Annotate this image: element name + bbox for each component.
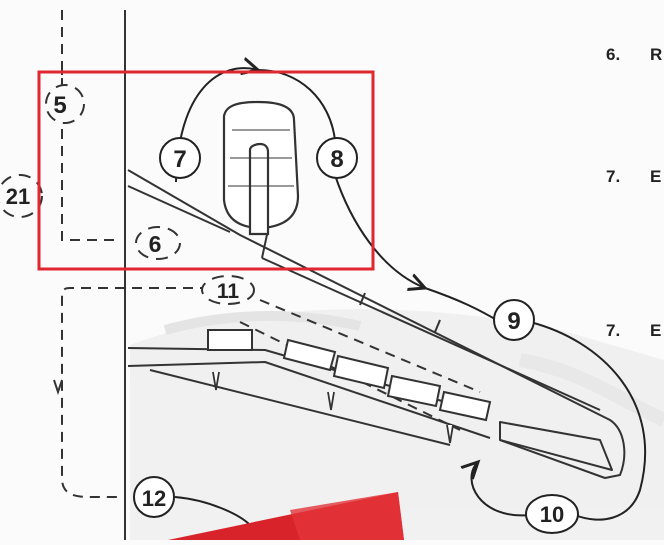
step-number: 7. bbox=[606, 167, 620, 186]
step-text: R bbox=[650, 45, 662, 64]
callout-7: 7 bbox=[159, 137, 201, 179]
callout-8: 8 bbox=[316, 137, 358, 179]
callout-5: 5 bbox=[45, 84, 85, 124]
svg-text:10: 10 bbox=[540, 502, 564, 527]
highlight-box bbox=[37, 70, 375, 271]
svg-text:21: 21 bbox=[6, 184, 30, 209]
svg-text:7: 7 bbox=[173, 146, 186, 173]
step-number: 6. bbox=[606, 45, 620, 64]
aircraft-photo-background bbox=[130, 309, 664, 540]
svg-text:12: 12 bbox=[142, 486, 166, 511]
callout-6: 6 bbox=[135, 226, 181, 260]
callout-9: 9 bbox=[493, 299, 535, 341]
callout-21: 21 bbox=[0, 174, 43, 218]
engine-nacelle bbox=[222, 100, 300, 236]
svg-text:8: 8 bbox=[330, 146, 343, 173]
step-text: E bbox=[650, 167, 661, 186]
svg-text:5: 5 bbox=[53, 92, 66, 119]
step-number: 7. bbox=[606, 321, 620, 340]
callout-10: 10 bbox=[525, 494, 579, 534]
callout-12: 12 bbox=[133, 476, 175, 518]
svg-text:9: 9 bbox=[507, 308, 520, 335]
flap-track-fairings bbox=[212, 371, 454, 444]
svg-text:6: 6 bbox=[149, 231, 162, 257]
flap-panels bbox=[207, 329, 492, 422]
step-list: 6. R 7. E 7. E bbox=[606, 45, 662, 340]
down-arrow bbox=[53, 379, 63, 396]
step-text: E bbox=[650, 321, 661, 340]
svg-text:11: 11 bbox=[217, 280, 240, 303]
red-banner-fragment bbox=[168, 492, 404, 540]
callout-11: 11 bbox=[201, 275, 255, 305]
